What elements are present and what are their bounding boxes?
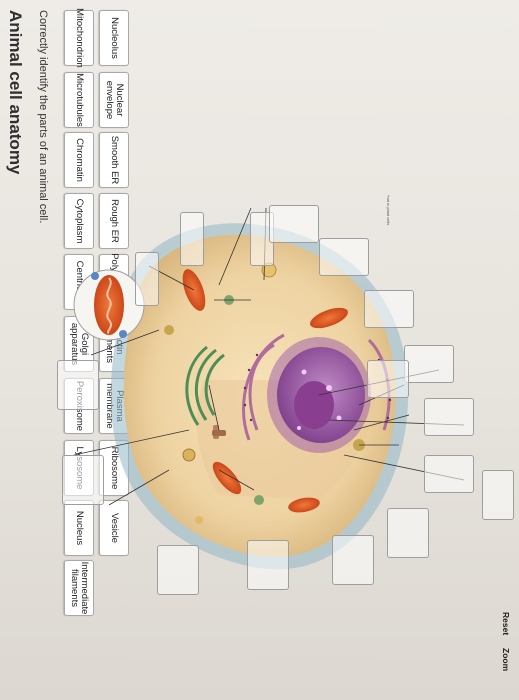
drop-target-7[interactable]: [404, 345, 454, 383]
drop-target-6[interactable]: [364, 290, 414, 328]
drop-target-13[interactable]: [157, 545, 199, 595]
drop-target-17[interactable]: [367, 360, 409, 398]
drop-target-3[interactable]: [135, 252, 159, 306]
drop-target-11[interactable]: [332, 535, 374, 585]
drop-target-1[interactable]: [180, 212, 204, 266]
vesicle-graphic: [164, 262, 365, 524]
drop-target-15[interactable]: [57, 360, 99, 410]
drop-target-16[interactable]: [482, 470, 514, 520]
reset-button[interactable]: Reset: [501, 612, 511, 636]
diagram-footnote: *not in plant cells: [386, 195, 391, 226]
centriole-graphic: [212, 425, 226, 439]
drop-target-5[interactable]: [319, 238, 369, 276]
drop-target-10[interactable]: [387, 508, 429, 558]
golgi-graphic: [185, 345, 225, 426]
zoom-button[interactable]: Zoom: [501, 648, 511, 672]
mitochondrion-inset: [73, 269, 145, 341]
drop-target-4[interactable]: [269, 205, 319, 243]
drop-target-12[interactable]: [247, 540, 289, 590]
drop-target-14[interactable]: [62, 455, 104, 505]
drop-target-8[interactable]: [424, 398, 474, 436]
drop-target-9[interactable]: [424, 455, 474, 493]
